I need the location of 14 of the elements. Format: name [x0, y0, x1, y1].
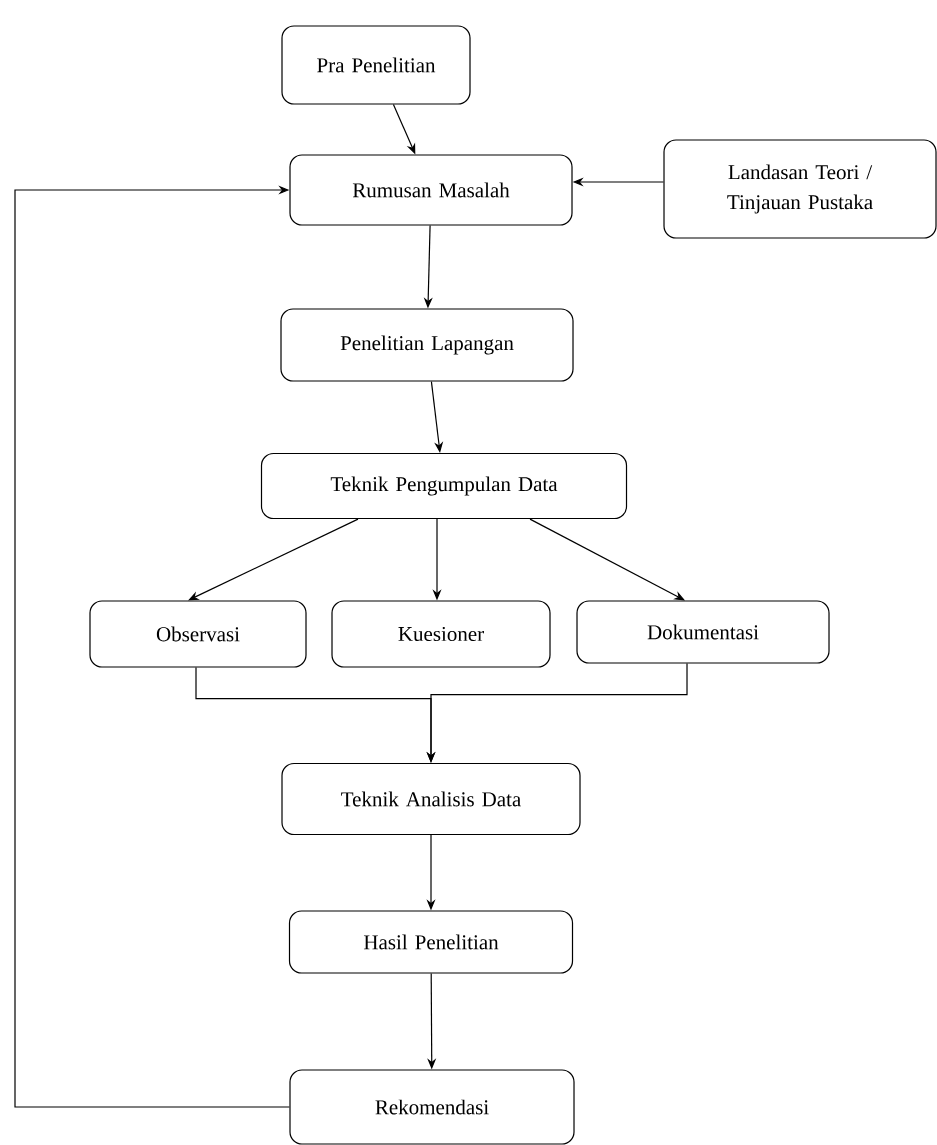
- process-box: Landasan Teori / Tinjauan Pustaka: [663, 139, 937, 239]
- process-box: Dokumentasi: [576, 600, 830, 664]
- process-box: Observasi: [89, 600, 307, 668]
- process-box: Teknik Analisis Data: [281, 762, 581, 836]
- process-box: Hasil Penelitian: [288, 910, 574, 974]
- arrow: [14, 185, 290, 1108]
- process-box: Rekomendasi: [289, 1069, 575, 1145]
- process-box: Rumusan Masalah: [289, 154, 573, 226]
- process-box: Teknik Pengumpulan Data: [260, 452, 628, 520]
- process-box: Pra Penelitian: [281, 25, 471, 105]
- process-box: Penelitian Lapangan: [280, 308, 574, 382]
- arrow: [188, 518, 359, 601]
- process-box: Kuesioner: [331, 600, 551, 668]
- arrow: [529, 518, 685, 601]
